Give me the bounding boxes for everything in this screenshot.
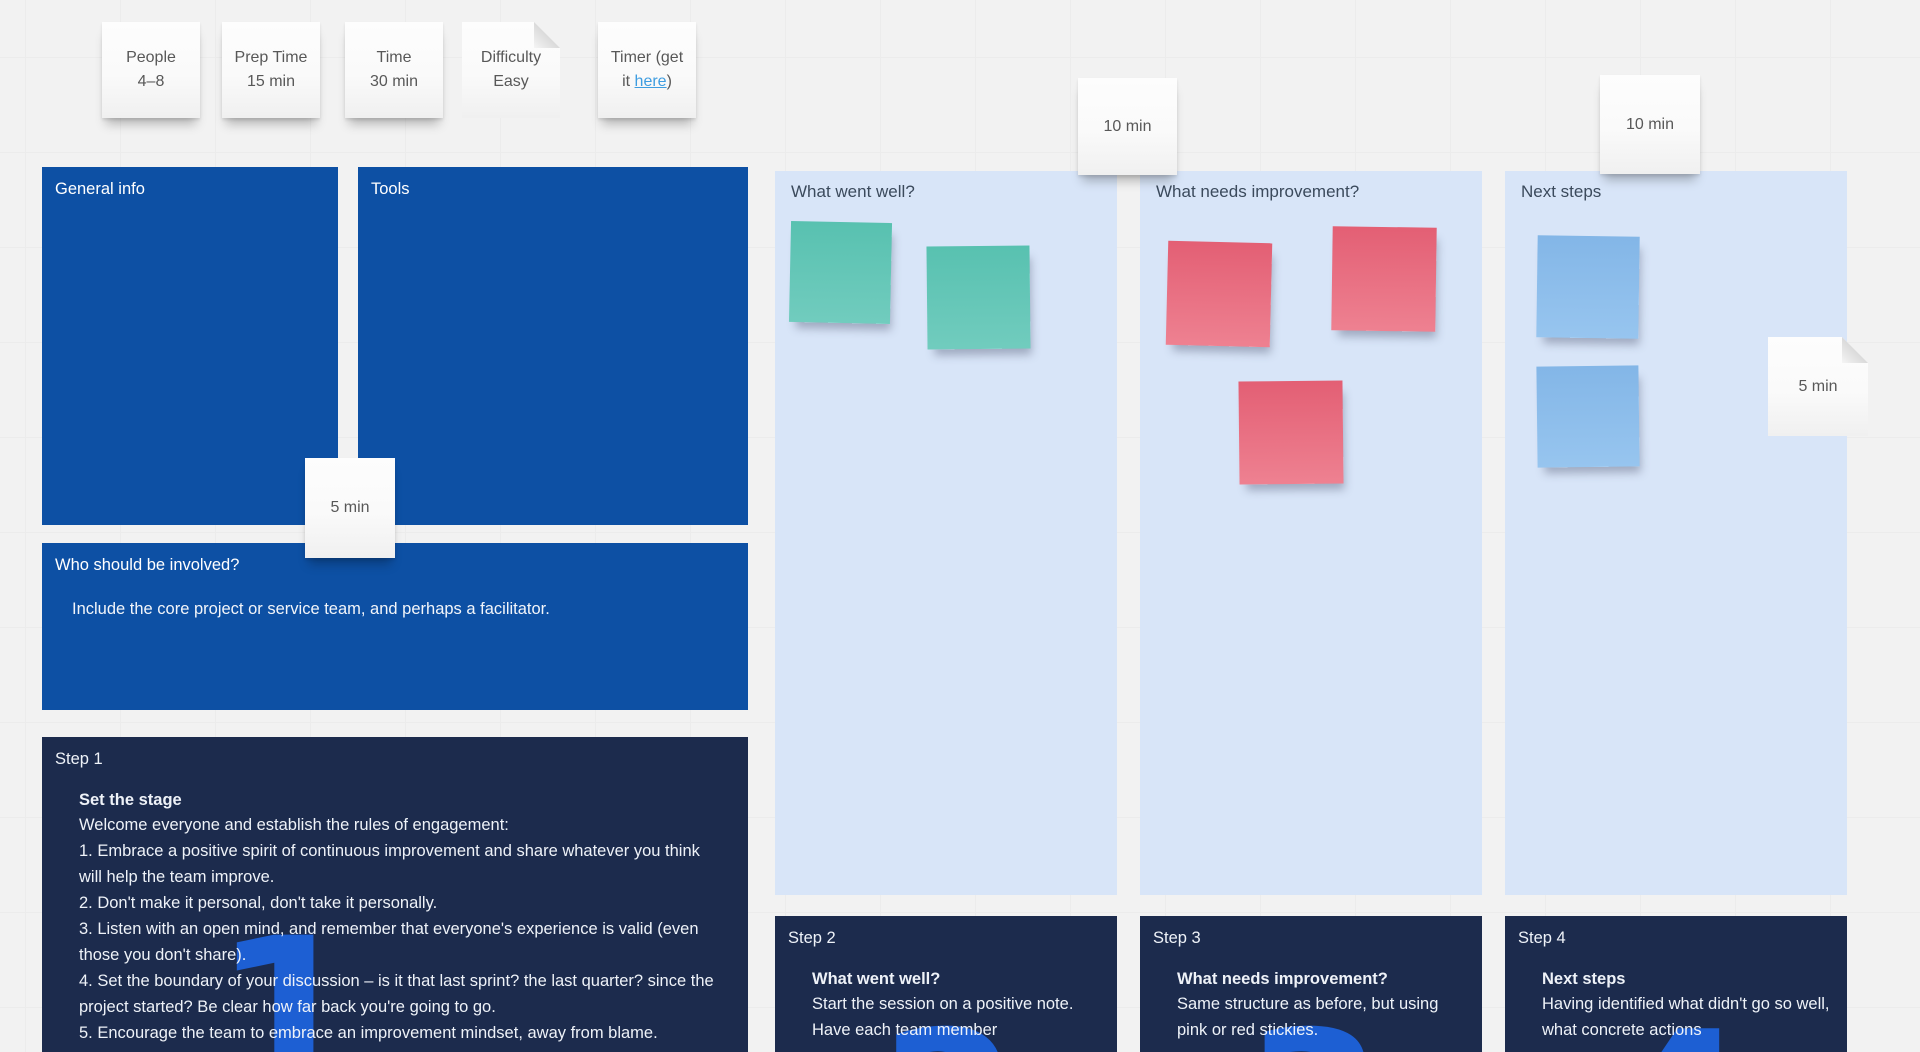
- panel-step-4[interactable]: 4 Step 4 Next steps Having identified wh…: [1505, 916, 1847, 1052]
- step-label: Step 3: [1153, 929, 1201, 947]
- step-number-watermark: 3: [1245, 1006, 1384, 1052]
- step-body-text: Welcome everyone and establish the rules…: [79, 816, 714, 1042]
- timer-sticky-10min-improve[interactable]: 10 min: [1600, 75, 1700, 174]
- step-label: Step 1: [55, 750, 103, 768]
- panel-tools[interactable]: Tools: [358, 167, 748, 525]
- sticky-note-red[interactable]: [1331, 226, 1437, 332]
- column-title: Next steps: [1521, 182, 1602, 201]
- timer-link[interactable]: here: [634, 73, 667, 90]
- column-title: What needs improvement?: [1156, 182, 1360, 201]
- step-number-watermark: 2: [880, 1006, 1019, 1052]
- sticky-note-blue[interactable]: [1536, 365, 1640, 468]
- timer-sticky-10min-went-well[interactable]: 10 min: [1078, 78, 1177, 175]
- step-body-text: Same structure as before, but using pink…: [1177, 995, 1439, 1039]
- step-heading: What needs improvement?: [1177, 970, 1388, 988]
- sticky-note-teal[interactable]: [926, 245, 1031, 350]
- timer-text: 5 min: [330, 499, 370, 516]
- timer-text: 10 min: [1103, 117, 1152, 135]
- sticky-note-red[interactable]: [1238, 380, 1344, 485]
- step-label: Step 4: [1518, 929, 1566, 947]
- panel-body-text: Include the core project or service team…: [72, 600, 550, 618]
- panel-who-should-be-involved[interactable]: Who should be involved? Include the core…: [42, 543, 748, 710]
- timer-text: 10 min: [1625, 115, 1675, 133]
- panel-step-3[interactable]: 3 Step 3 What needs improvement? Same st…: [1140, 916, 1482, 1052]
- step-heading: Next steps: [1542, 970, 1626, 988]
- step-body-text: Start the session on a positive note. Ha…: [812, 995, 1074, 1039]
- panel-title: General info: [55, 180, 145, 198]
- step-body-text: Having identified what didn't go so well…: [1542, 995, 1830, 1039]
- step-number-watermark: 4: [1610, 1006, 1749, 1052]
- panel-step-2[interactable]: 2 Step 2 What went well? Start the sessi…: [775, 916, 1117, 1052]
- step-heading: Set the stage: [79, 791, 182, 809]
- timer-sticky-5min-plan[interactable]: 5 min: [305, 458, 395, 558]
- sticky-note-red[interactable]: [1165, 240, 1273, 348]
- panel-title: Who should be involved?: [55, 556, 240, 574]
- sticky-note-blue[interactable]: [1536, 235, 1640, 339]
- timer-text: 5 min: [1798, 377, 1838, 395]
- sticky-note-teal[interactable]: [788, 220, 893, 325]
- panel-step-1[interactable]: 1 Step 1 Set the stage Welcome everyone …: [42, 737, 748, 1052]
- timer-sticky-5min-next[interactable]: 5 min: [1768, 337, 1868, 436]
- panel-general-info[interactable]: General info: [42, 167, 338, 525]
- step-heading: What went well?: [812, 970, 941, 988]
- step-number-watermark: 1: [212, 891, 366, 1052]
- column-title: What went well?: [791, 182, 915, 201]
- step-label: Step 2: [788, 929, 836, 947]
- panel-title: Tools: [371, 180, 410, 198]
